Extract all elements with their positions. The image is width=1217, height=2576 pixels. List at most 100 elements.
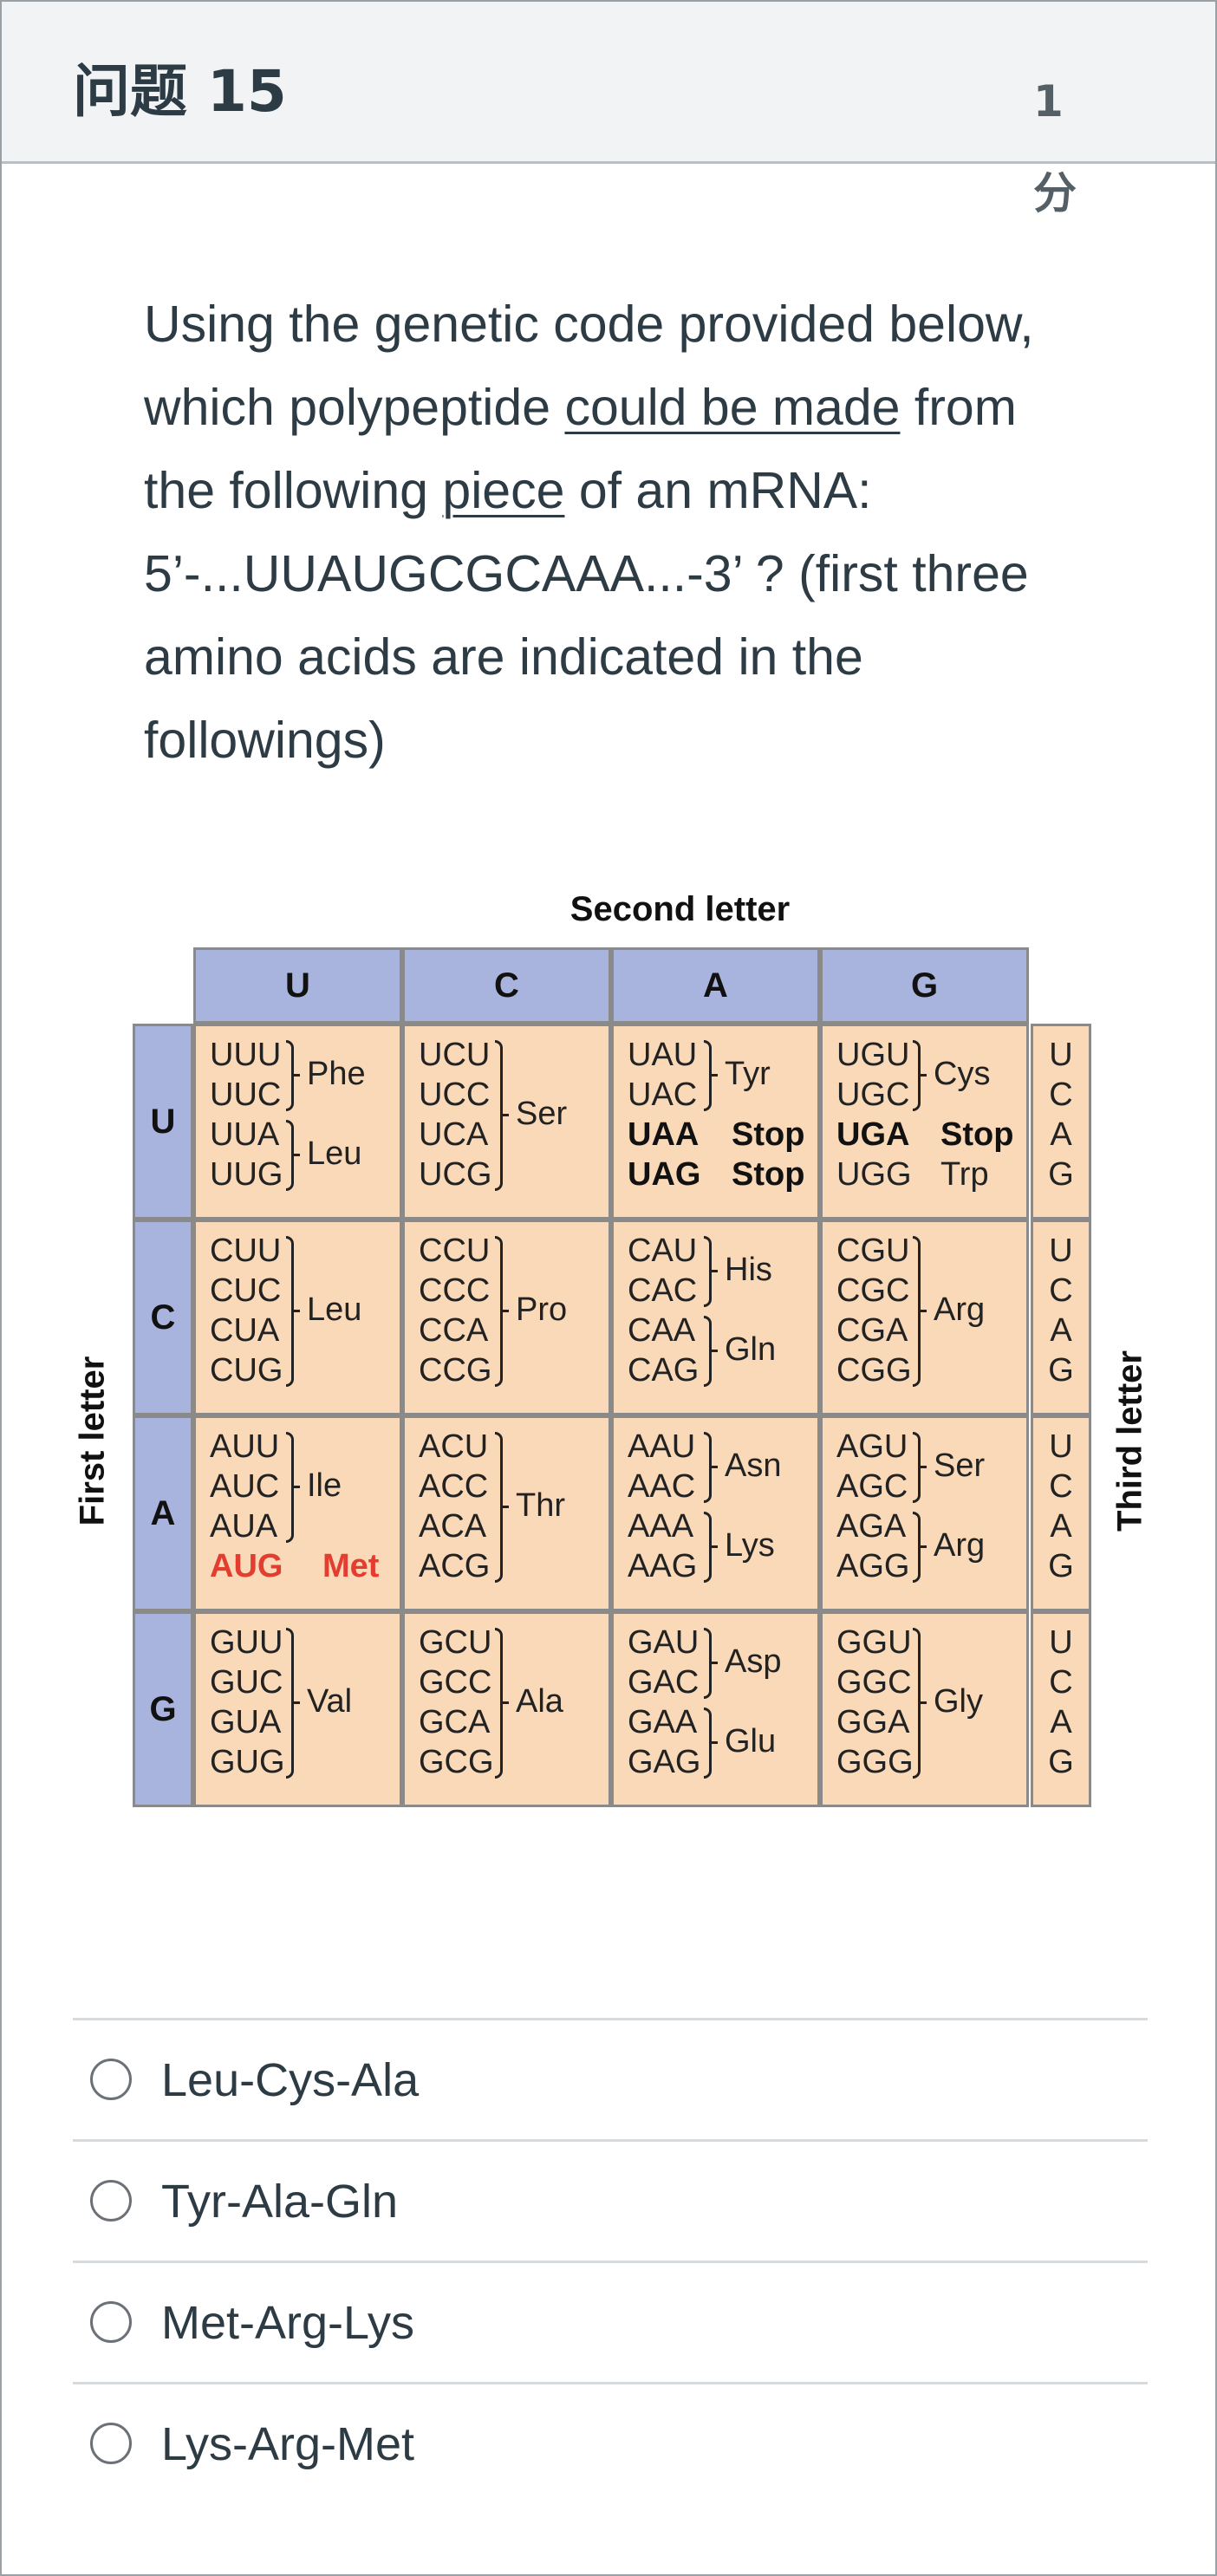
codon: CUA: [210, 1312, 280, 1349]
brace-mark: [913, 1628, 927, 1779]
column-header-c: C: [402, 947, 611, 1024]
amino-acid-label: Ile: [307, 1467, 342, 1504]
brace-mark: [704, 1316, 718, 1387]
amino-acid-label: Arg: [934, 1291, 986, 1328]
third-letter: A: [1050, 1508, 1072, 1545]
codon: CCU: [419, 1233, 491, 1269]
brace-mark: [286, 1120, 300, 1191]
amino-acid-label: Thr: [516, 1487, 565, 1524]
codon: GGC: [836, 1664, 912, 1701]
row-header-u: U: [133, 1024, 193, 1220]
codon: CAC: [628, 1272, 698, 1309]
answer-option[interactable]: Met-Arg-Lys: [73, 2261, 1148, 2382]
amino-acid-label: Glu: [725, 1723, 777, 1760]
brace-mark: [704, 1236, 718, 1307]
answer-option[interactable]: Lys-Arg-Met: [73, 2382, 1148, 2503]
amino-acid-label: Val: [307, 1683, 353, 1720]
third-letter: U: [1049, 1233, 1073, 1269]
codon: UGU: [836, 1037, 910, 1073]
radio-button[interactable]: [90, 2059, 132, 2100]
codon: AUC: [210, 1468, 280, 1505]
codon: ACA: [419, 1508, 487, 1545]
brace-mark: [495, 1432, 509, 1583]
codon: GUC: [210, 1664, 283, 1701]
amino-acid-label: Met: [322, 1548, 380, 1584]
amino-acid-label: Trp: [940, 1156, 989, 1193]
codon: CUU: [210, 1233, 282, 1269]
answer-option-label[interactable]: Tyr-Ala-Gln: [161, 2176, 399, 2228]
question-text-underline-2: piece: [442, 462, 565, 519]
codon: UCG: [419, 1156, 492, 1193]
third-letter: C: [1049, 1272, 1073, 1309]
second-letter-label: Second letter: [569, 890, 791, 928]
codon: ACU: [419, 1428, 489, 1465]
third-letter: C: [1049, 1664, 1073, 1701]
answer-option-label[interactable]: Leu-Cys-Ala: [161, 2054, 420, 2106]
answer-option-label[interactable]: Lys-Arg-Met: [161, 2418, 415, 2470]
radio-button[interactable]: [90, 2423, 132, 2464]
row-header-c: C: [133, 1220, 193, 1415]
amino-acid-label: Stop: [940, 1116, 1014, 1153]
codon: AAU: [628, 1428, 696, 1465]
codon: UAC: [628, 1077, 698, 1113]
question-text-mid: from the following: [144, 379, 1017, 519]
codon: GGU: [836, 1624, 912, 1661]
codon: GCG: [419, 1744, 494, 1780]
points-unit: 分: [1033, 168, 1077, 218]
brace-mark: [495, 1628, 509, 1779]
brace-mark: [495, 1040, 509, 1191]
answer-option[interactable]: Tyr-Ala-Gln: [73, 2139, 1148, 2261]
codon: UUA: [210, 1116, 280, 1153]
codon: AGC: [836, 1468, 908, 1505]
third-letter: G: [1048, 1548, 1074, 1584]
amino-acid-label: Stop: [732, 1156, 805, 1193]
amino-acid-label: Ser: [516, 1096, 568, 1132]
radio-button[interactable]: [90, 2301, 132, 2343]
amino-acid-label: Leu: [307, 1291, 362, 1328]
third-letter: U: [1049, 1037, 1073, 1073]
codon: GAG: [628, 1744, 701, 1780]
third-letter: A: [1050, 1704, 1072, 1740]
codon: ACG: [419, 1548, 491, 1584]
column-header-u: U: [193, 947, 402, 1024]
brace-mark: [704, 1432, 718, 1503]
column-header-g: G: [820, 947, 1029, 1024]
codon: CUC: [210, 1272, 282, 1309]
third-letter-label: Third letter: [1110, 1350, 1149, 1532]
third-letter: U: [1049, 1428, 1073, 1465]
codon: AAG: [628, 1548, 698, 1584]
codon: UCU: [419, 1037, 491, 1073]
question-text-lead: Using the genetic code provided below, w…: [144, 296, 1034, 436]
amino-acid-label: Gln: [725, 1331, 777, 1368]
answer-option[interactable]: Leu-Cys-Ala: [73, 2018, 1148, 2139]
codon: CGA: [836, 1312, 908, 1349]
codon: UGC: [836, 1077, 910, 1113]
question-header: 问题 15 1 分: [2, 2, 1215, 218]
amino-acid-label: Arg: [934, 1527, 986, 1564]
codon: UCA: [419, 1116, 489, 1153]
brace-mark: [704, 1040, 718, 1111]
codon: UUG: [210, 1156, 283, 1193]
brace-mark: [286, 1040, 300, 1111]
genetic-code-table: Second letter First letter Third letter …: [71, 881, 1163, 1818]
answer-option-label[interactable]: Met-Arg-Lys: [161, 2297, 415, 2349]
radio-button[interactable]: [90, 2180, 132, 2221]
question-title: 问题 15: [73, 58, 287, 125]
codon: AAC: [628, 1468, 696, 1505]
brace-mark: [286, 1236, 300, 1387]
amino-acid-label: Asp: [725, 1643, 782, 1680]
codon: CAA: [628, 1312, 696, 1349]
third-letter: C: [1049, 1077, 1073, 1113]
codon: GUU: [210, 1624, 283, 1661]
codon: UAU: [628, 1037, 698, 1073]
brace-mark: [704, 1708, 718, 1779]
